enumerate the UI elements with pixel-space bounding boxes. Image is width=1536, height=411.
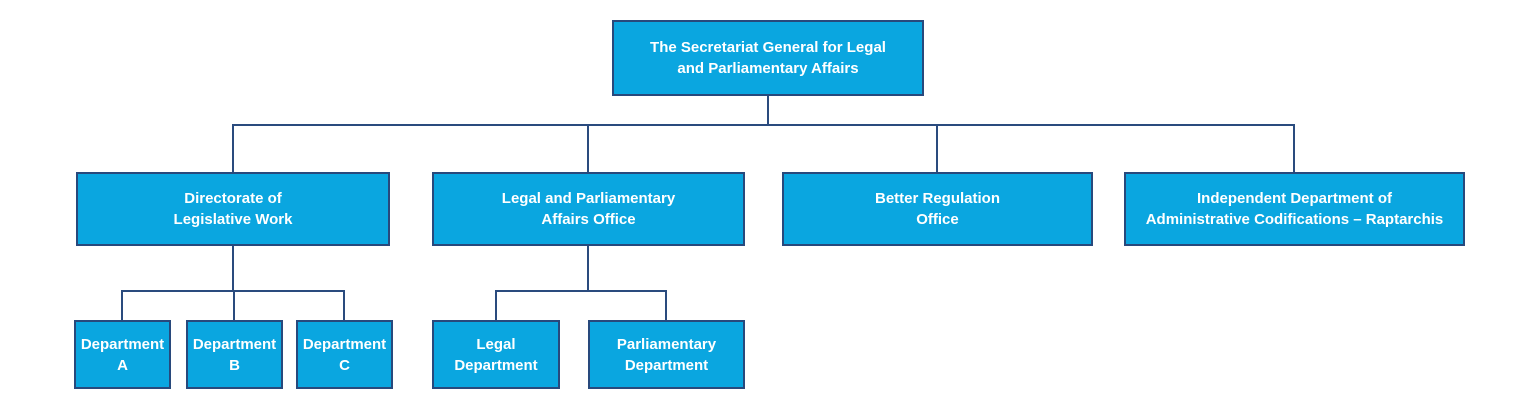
node-secretariat-general: The Secretariat General for Legal and Pa… bbox=[612, 20, 924, 96]
node-department-b: Department B bbox=[186, 320, 283, 389]
node-parliamentary-department: Parliamentary Department bbox=[588, 320, 745, 389]
node-better-regulation-office: Better Regulation Office bbox=[782, 172, 1093, 246]
node-legal-department: Legal Department bbox=[432, 320, 560, 389]
node-directorate-legislative-work: Directorate of Legislative Work bbox=[76, 172, 390, 246]
node-department-c: Department C bbox=[296, 320, 393, 389]
node-legal-parliamentary-affairs-office: Legal and Parliamentary Affairs Office bbox=[432, 172, 745, 246]
node-independent-department-raptarchis: Independent Department of Administrative… bbox=[1124, 172, 1465, 246]
node-department-a: Department A bbox=[74, 320, 171, 389]
